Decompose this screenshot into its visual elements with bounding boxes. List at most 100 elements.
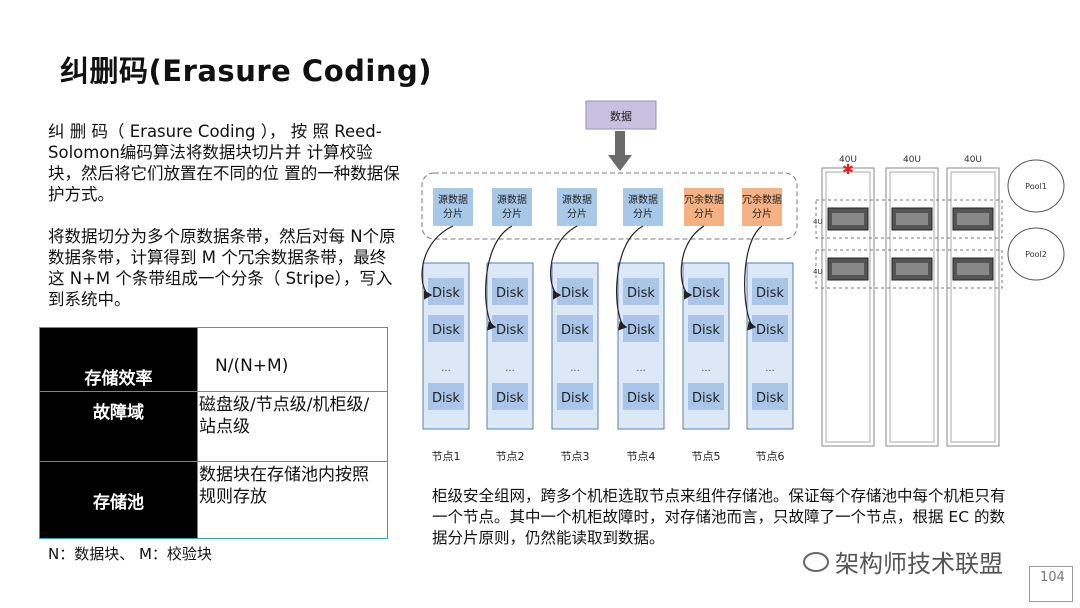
shard-arrow	[744, 225, 763, 331]
disk-label: Disk	[496, 391, 524, 406]
disk-box	[623, 383, 659, 410]
footnote: N：数据块、 M：校验块	[48, 545, 212, 563]
disk-label: Disk	[496, 286, 524, 301]
pool-group	[815, 249, 1003, 289]
disk-label: Disk	[496, 323, 524, 338]
rack-inner	[889, 171, 935, 443]
disk-box	[752, 278, 788, 305]
pool-label: Pool2	[1025, 250, 1047, 259]
disk-label: Disk	[627, 391, 655, 406]
rack-inner	[950, 171, 996, 443]
disk-box	[688, 383, 724, 410]
server-panel	[957, 213, 989, 225]
shard-arrow	[680, 225, 705, 300]
pool-label: Pool1	[1025, 182, 1047, 191]
data-box	[585, 100, 657, 130]
disk-label: Disk	[561, 391, 589, 406]
shard-label: 源数据分片	[438, 193, 468, 220]
disk-ellipsis: ...	[636, 363, 646, 374]
node-label: 节点1	[432, 450, 461, 463]
disk-box	[623, 278, 659, 305]
disk-box	[557, 315, 593, 342]
watermark: 架构师技术联盟	[803, 544, 1003, 579]
disk-label: Disk	[561, 323, 589, 338]
disk-label: Disk	[692, 286, 720, 301]
disk-box	[623, 315, 659, 342]
shard-arrow	[616, 225, 644, 331]
shard-label: 冗余数据分片	[742, 193, 782, 220]
disk-label: Disk	[627, 323, 655, 338]
disk-label: Disk	[432, 391, 460, 406]
shard-arrow	[421, 225, 454, 300]
watermark-text: 架构师技术联盟	[835, 550, 1003, 578]
disk-box	[557, 278, 593, 305]
shard-box	[684, 188, 724, 226]
disk-box	[688, 278, 724, 305]
server-panel	[957, 263, 989, 275]
disk-label: Disk	[432, 286, 460, 301]
disk-label: Disk	[627, 286, 655, 301]
table-row: 故障域 磁盘级/节点级/机柜级/站点级	[39, 391, 388, 462]
shard-label: 源数据分片	[628, 193, 658, 220]
server-panel	[896, 213, 928, 225]
disk-box	[492, 383, 528, 410]
shard-box	[623, 188, 663, 226]
table-value: 磁盘级/节点级/机柜级/站点级	[197, 391, 388, 462]
server-panel	[832, 213, 864, 225]
table-key: 故障域	[39, 391, 198, 462]
pool-group	[815, 199, 1003, 239]
pool-bubble	[1007, 227, 1065, 281]
disk-label: Disk	[756, 286, 784, 301]
rack-inner	[825, 171, 871, 443]
down-arrow	[615, 131, 625, 157]
node-label: 节点2	[496, 450, 525, 463]
disk-box	[492, 278, 528, 305]
unit-label: 4U	[813, 218, 823, 226]
pool-bubble	[1007, 159, 1065, 213]
disk-label: Disk	[692, 391, 720, 406]
table-value: 数据块在存储池内按照规则存放	[197, 461, 388, 539]
intro-paragraph: 纠 删 码（ Erasure Coding ）， 按 照 Reed-Solomo…	[48, 122, 400, 204]
disk-box	[428, 278, 464, 305]
disk-label: Disk	[756, 323, 784, 338]
page-number: 104	[1029, 566, 1073, 602]
properties-table: 存储效率 N/(N+M) 故障域 磁盘级/节点级/机柜级/站点级 存储池 数据块…	[39, 327, 388, 539]
shard-label: 源数据分片	[497, 193, 527, 220]
shard-box	[433, 188, 473, 226]
wechat-icon	[803, 551, 829, 572]
disk-box	[492, 315, 528, 342]
disk-box	[752, 383, 788, 410]
shard-box	[742, 188, 782, 226]
disk-label: Disk	[432, 323, 460, 338]
table-row: 存储效率 N/(N+M)	[39, 327, 388, 392]
failure-star-icon: ✱	[842, 162, 854, 178]
server-panel	[832, 263, 864, 275]
unit-label: 4U	[813, 268, 823, 276]
disk-label: Disk	[756, 391, 784, 406]
disk-ellipsis: ...	[765, 363, 775, 374]
node-label: 节点4	[627, 450, 656, 463]
caption: 柜级安全组网，跨多个机柜选取节点来组件存储池。保证每个存储池中每个机柜只有一个节…	[432, 487, 1006, 547]
rack-label: 40U	[839, 155, 857, 165]
rack-label: 40U	[964, 155, 982, 165]
disk-ellipsis: ...	[505, 363, 515, 374]
disk-box	[428, 315, 464, 342]
disk-box	[752, 315, 788, 342]
table-key: 存储池	[39, 461, 198, 539]
disk-label: Disk	[692, 323, 720, 338]
shard-label: 源数据分片	[562, 193, 592, 220]
rack-label: 40U	[903, 155, 921, 165]
disk-box	[688, 315, 724, 342]
disk-ellipsis: ...	[441, 363, 451, 374]
shard-arrow	[485, 225, 513, 331]
shard-box	[557, 188, 597, 226]
table-row: 存储池 数据块在存储池内按照规则存放	[39, 461, 388, 539]
node-label: 节点3	[561, 450, 590, 463]
stripe-paragraph: 将数据切分为多个原数据条带，然后对每 N个原数据条带，计算得到 M 个冗余数据条…	[48, 227, 396, 309]
shard-group	[421, 172, 798, 240]
node-label: 节点5	[692, 450, 721, 463]
data-label: 数据	[610, 109, 632, 123]
disk-ellipsis: ...	[701, 363, 711, 374]
